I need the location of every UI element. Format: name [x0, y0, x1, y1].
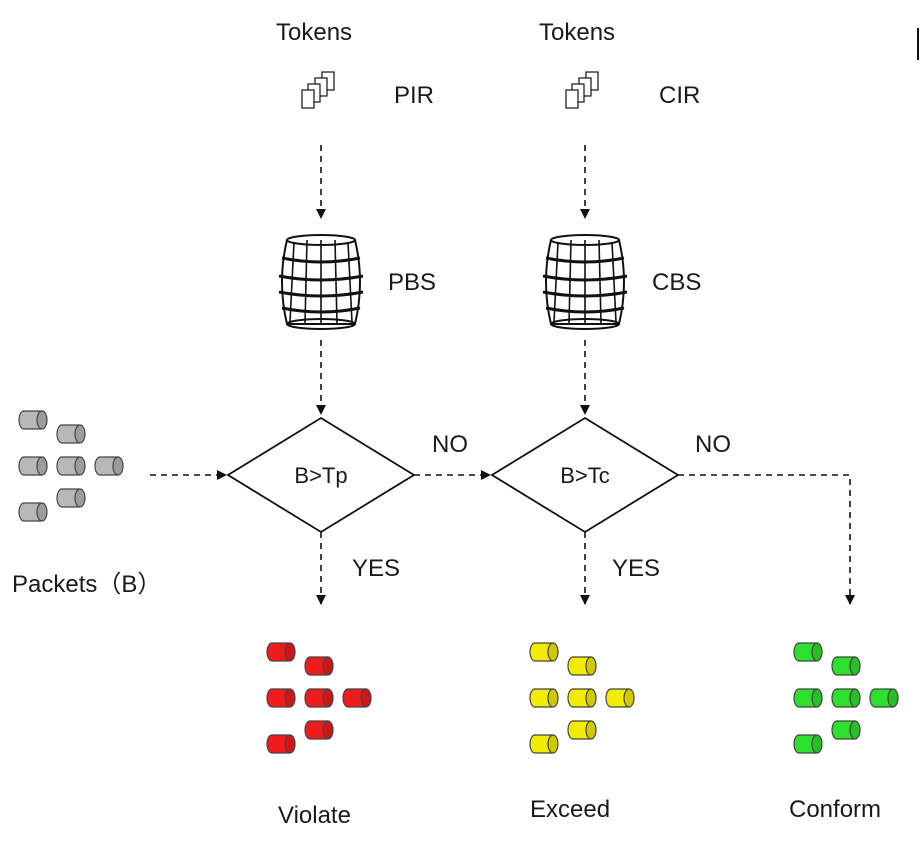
packets-label: Packets（B） — [12, 571, 161, 598]
token-stack-icon — [301, 71, 335, 109]
barrel-icon — [541, 233, 629, 331]
decision-left-label: B>Tp — [294, 463, 347, 488]
cylinder-packet-icon — [793, 642, 823, 662]
cylinder-packet-icon — [342, 688, 372, 708]
yes-left-label: YES — [352, 555, 400, 582]
cylinder-packet-icon — [793, 734, 823, 754]
cylinder-packet-icon — [793, 688, 823, 708]
barrel-icon — [277, 233, 365, 331]
cylinder-packet-icon — [869, 688, 899, 708]
pir-label: PIR — [394, 82, 434, 109]
cylinder-packet-icon — [529, 642, 559, 662]
pbs-label: PBS — [388, 269, 436, 296]
cylinder-packet-icon — [18, 502, 48, 522]
exceed-label: Exceed — [530, 796, 610, 823]
yes-right-label: YES — [612, 555, 660, 582]
packet-group-exceed — [529, 642, 635, 754]
cylinder-packet-icon — [304, 688, 334, 708]
cylinder-packet-icon — [567, 688, 597, 708]
packet-group-violate — [266, 642, 372, 754]
token-stack-icon — [565, 71, 599, 109]
cylinder-packet-icon — [304, 656, 334, 676]
tokens-right-label: Tokens — [539, 19, 615, 46]
cylinder-packet-icon — [831, 656, 861, 676]
cylinder-packet-icon — [266, 688, 296, 708]
packet-group-conform — [793, 642, 899, 754]
cbs-label: CBS — [652, 269, 701, 296]
cylinder-packet-icon — [56, 456, 86, 476]
cir-label: CIR — [659, 82, 700, 109]
cylinder-packet-icon — [94, 456, 124, 476]
cylinder-packet-icon — [605, 688, 635, 708]
cylinder-packet-icon — [529, 688, 559, 708]
cylinder-packet-icon — [831, 688, 861, 708]
cylinder-packet-icon — [529, 734, 559, 754]
packet-group-input — [18, 410, 124, 522]
cylinder-packet-icon — [56, 424, 86, 444]
decision-right-label: B>Tc — [560, 463, 610, 488]
cylinder-packet-icon — [831, 720, 861, 740]
cylinder-packet-icon — [18, 410, 48, 430]
cylinder-packet-icon — [304, 720, 334, 740]
violate-label: Violate — [278, 802, 351, 829]
no-left-label: NO — [432, 431, 468, 458]
cylinder-packet-icon — [567, 720, 597, 740]
conform-label: Conform — [789, 796, 881, 823]
edge-no-right — [678, 474, 855, 605]
cylinder-packet-icon — [56, 488, 86, 508]
cylinder-packet-icon — [18, 456, 48, 476]
tokens-left-label: Tokens — [276, 19, 352, 46]
cylinder-packet-icon — [266, 734, 296, 754]
no-right-label: NO — [695, 431, 731, 458]
cylinder-packet-icon — [567, 656, 597, 676]
cylinder-packet-icon — [266, 642, 296, 662]
